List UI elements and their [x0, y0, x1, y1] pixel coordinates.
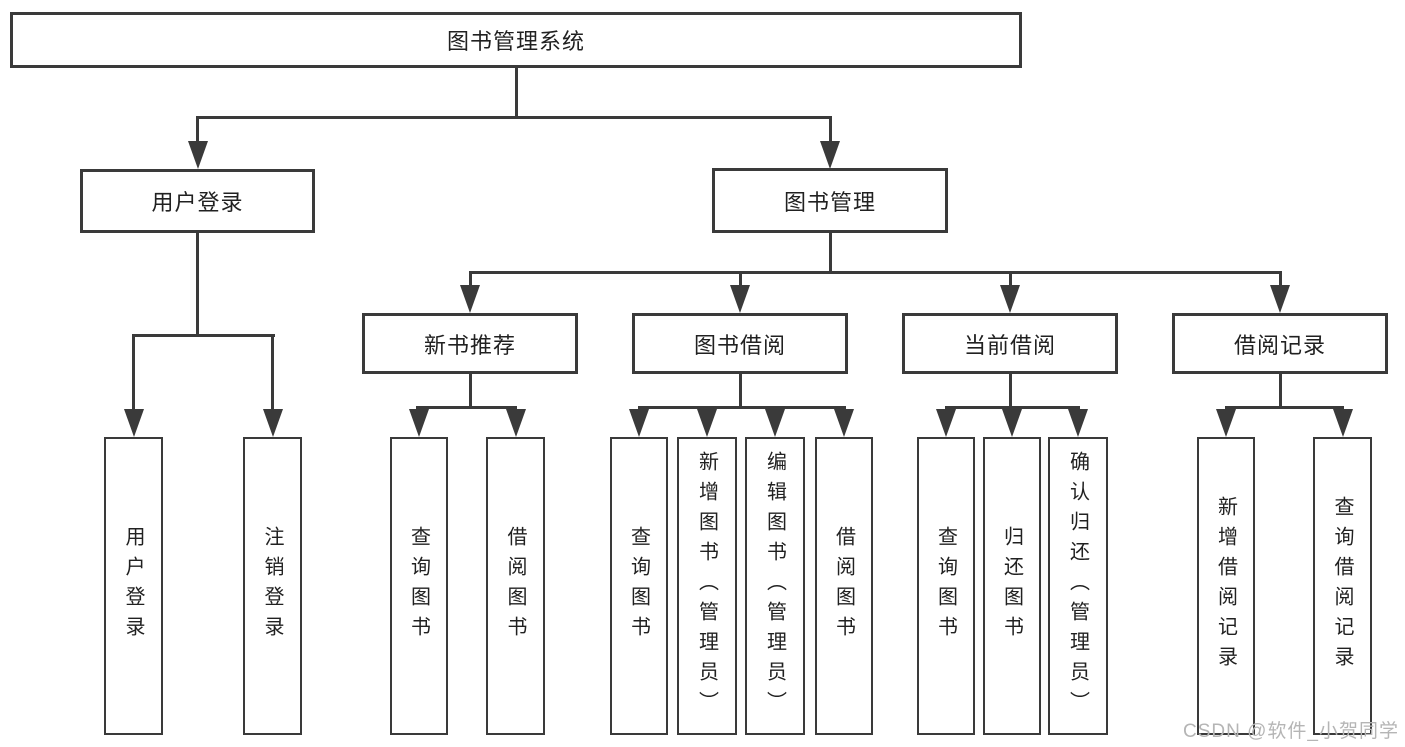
leaf-logout-label: 注销登录	[261, 526, 283, 646]
arrow-down-icon	[1332, 409, 1353, 437]
connector-line	[1278, 374, 1282, 409]
connector-line	[1278, 270, 1282, 289]
node-root: 图书管理系统	[10, 12, 1022, 68]
leaf-query-borrow-record: 查询借阅记录	[1313, 437, 1372, 735]
arrow-down-icon	[697, 409, 717, 437]
node-borrow-records-label: 借阅记录	[1233, 332, 1326, 358]
leaf-current-query-books-label: 查询图书	[934, 526, 957, 646]
node-book-management: 图书管理	[712, 168, 948, 233]
arrow-down-icon	[505, 409, 526, 437]
arrow-down-icon	[262, 409, 283, 437]
connector-line	[196, 115, 832, 119]
arrow-down-icon	[123, 409, 144, 437]
leaf-recommend-query-books-label: 查询图书	[407, 526, 430, 646]
connector-line	[738, 270, 742, 289]
node-root-label: 图书管理系统	[446, 29, 585, 54]
leaf-edit-books-admin: 编辑图书（管理员）	[745, 437, 805, 735]
connector-line	[828, 233, 832, 272]
node-book-borrow: 图书借阅	[632, 313, 848, 374]
node-current-borrow-label: 当前借阅	[963, 332, 1056, 358]
leaf-recommend-query-books: 查询图书	[390, 437, 448, 735]
arrow-down-icon	[834, 409, 854, 437]
arrow-down-icon	[936, 409, 956, 437]
leaf-logout: 注销登录	[243, 437, 302, 735]
connector-line	[514, 68, 518, 117]
node-new-book-recommend: 新书推荐	[362, 313, 578, 374]
node-book-borrow-label: 图书借阅	[693, 332, 786, 358]
arrow-down-icon	[765, 409, 785, 437]
connector-line	[637, 405, 846, 409]
arrow-down-icon	[409, 409, 429, 437]
csdn-watermark: CSDN @软件_小贺同学	[1183, 721, 1399, 742]
arrow-down-icon	[1216, 409, 1236, 437]
node-user-login: 用户登录	[80, 169, 315, 233]
leaf-query-borrow-record-label: 查询借阅记录	[1331, 496, 1353, 676]
arrow-down-icon	[187, 141, 208, 169]
connector-line	[132, 333, 275, 337]
leaf-user-login: 用户登录	[104, 437, 163, 735]
connector-line	[1008, 270, 1012, 289]
connector-line	[828, 115, 832, 146]
arrow-down-icon	[820, 141, 840, 169]
connector-line	[738, 374, 742, 409]
connector-line	[1224, 405, 1344, 409]
connector-line	[468, 270, 472, 289]
arrow-down-icon	[460, 285, 480, 313]
connector-line	[1008, 374, 1012, 409]
leaf-user-login-label: 用户登录	[122, 526, 144, 646]
arrow-down-icon	[1002, 409, 1022, 437]
node-current-borrow: 当前借阅	[902, 313, 1118, 374]
connector-line	[468, 270, 1282, 274]
connector-line	[196, 115, 199, 146]
leaf-borrow-books-label: 借阅图书	[832, 526, 855, 646]
leaf-borrow-books: 借阅图书	[815, 437, 873, 735]
leaf-recommend-borrow-books: 借阅图书	[486, 437, 545, 735]
leaf-current-query-books: 查询图书	[917, 437, 975, 735]
connector-line	[416, 405, 517, 409]
leaf-return-books: 归还图书	[983, 437, 1041, 735]
connector-line	[468, 374, 472, 409]
leaf-borrow-query-books-label: 查询图书	[627, 526, 650, 646]
leaf-edit-books-admin-label: 编辑图书（管理员）	[763, 451, 786, 721]
leaf-return-books-label: 归还图书	[1000, 526, 1023, 646]
leaf-recommend-borrow-books-label: 借阅图书	[504, 526, 526, 646]
leaf-add-borrow-record: 新增借阅记录	[1197, 437, 1255, 735]
leaf-add-books-admin-label: 新增图书（管理员）	[695, 451, 718, 721]
arrow-down-icon	[1000, 285, 1020, 313]
arrow-down-icon	[629, 409, 649, 437]
leaf-confirm-return-admin: 确认归还（管理员）	[1048, 437, 1108, 735]
node-user-login-label: 用户登录	[151, 190, 244, 215]
connector-line	[132, 333, 135, 414]
node-book-management-label: 图书管理	[783, 189, 876, 215]
connector-line	[271, 333, 274, 414]
connector-line	[196, 233, 199, 335]
node-borrow-records: 借阅记录	[1172, 313, 1388, 374]
arrow-down-icon	[730, 285, 750, 313]
arrow-down-icon	[1270, 285, 1290, 313]
leaf-borrow-query-books: 查询图书	[610, 437, 668, 735]
arrow-down-icon	[1068, 409, 1088, 437]
leaf-add-books-admin: 新增图书（管理员）	[677, 437, 737, 735]
leaf-confirm-return-admin-label: 确认归还（管理员）	[1066, 451, 1089, 721]
leaf-add-borrow-record-label: 新增借阅记录	[1214, 496, 1237, 676]
node-new-book-recommend-label: 新书推荐	[423, 332, 516, 358]
